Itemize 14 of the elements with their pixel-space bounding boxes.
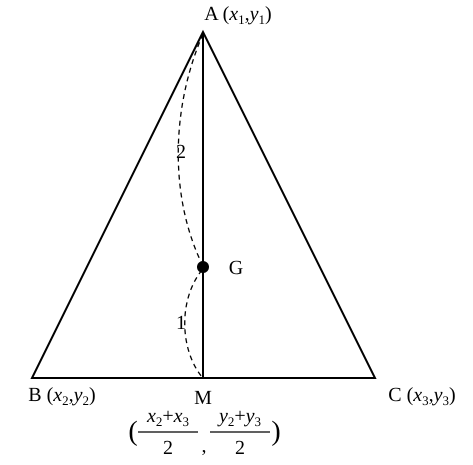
ratio-label: 2 (176, 142, 186, 162)
comma: , (202, 436, 206, 456)
point-label: G (228, 258, 244, 278)
ratio-label: 1 (176, 313, 186, 333)
point-label: C (x$_{3}$,y$_{3}$) (388, 385, 456, 407)
numerator: y$_{2}$+y$_{3}$ (218, 406, 262, 428)
point-label: M (194, 388, 212, 408)
point-label: B (x$_{2}$,y$_{2}$) (28, 385, 96, 407)
denominator: 2 (163, 438, 173, 458)
point-label: A (x$_{1}$,y$_{1}$) (204, 4, 272, 26)
numerator: x$_{2}$+x$_{3}$ (146, 406, 190, 428)
denominator: 2 (235, 438, 245, 458)
parenthesis: ( (128, 418, 138, 446)
parenthesis: ) (271, 418, 281, 446)
